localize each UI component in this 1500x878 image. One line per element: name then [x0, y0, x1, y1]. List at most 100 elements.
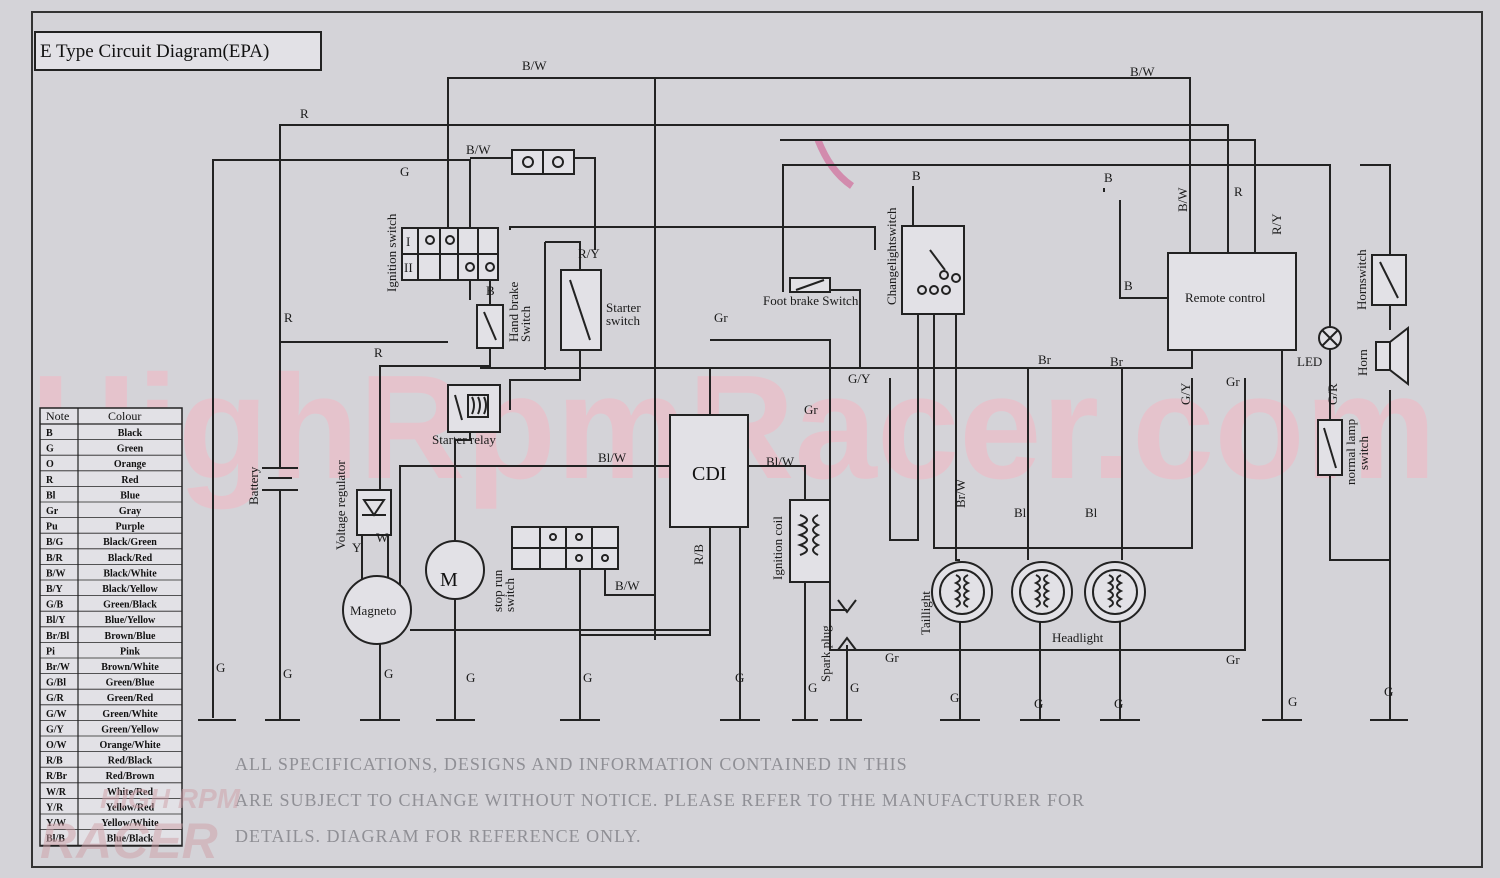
- ignition-coil-label: Ignition coil: [770, 516, 785, 580]
- svg-text:Gr: Gr: [714, 310, 728, 325]
- svg-text:G: G: [1384, 684, 1393, 699]
- svg-text:G: G: [216, 660, 225, 675]
- title-box: [34, 31, 322, 71]
- starter-relay-label: Starter relay: [432, 432, 496, 447]
- taillight-bulb: [931, 561, 993, 623]
- starter-switch-label-1: Starter: [606, 300, 641, 315]
- legend-colour-name: Black: [118, 428, 143, 439]
- svg-text:G: G: [1288, 694, 1297, 709]
- ink-mark: [814, 138, 855, 189]
- headlight-bulb-1: [1011, 561, 1073, 623]
- legend-note-code: Pi: [46, 646, 55, 657]
- ignition-coil: [789, 499, 831, 583]
- svg-text:Bl/W: Bl/W: [766, 454, 795, 469]
- remote-control-label: Remote control: [1185, 290, 1266, 305]
- legend-note-code: R/Br: [46, 771, 68, 782]
- legend-colour-name: Green/Red: [107, 693, 154, 704]
- cdi-unit: [669, 414, 749, 528]
- legend-note-code: Y/W: [46, 818, 66, 829]
- ign-pos-2-label: II: [404, 260, 413, 275]
- svg-text:R/Y: R/Y: [1269, 213, 1284, 235]
- wire-labels: B/W B/W R B/W G B R R R/Y Gr Bl/W Bl/W R…: [284, 58, 1340, 667]
- normal-lamp-label-2: switch: [1356, 436, 1371, 470]
- ignition-switch: [401, 227, 499, 281]
- legend-colour-name: Purple: [116, 522, 145, 533]
- svg-text:B: B: [486, 283, 495, 298]
- stop-run-label-2: switch: [502, 578, 517, 612]
- legend-colour-name: Red: [121, 475, 139, 486]
- horn-switch-label: Hornswitch: [1354, 249, 1369, 310]
- legend-colour-name: Black/White: [103, 568, 157, 579]
- starter-switch-label-2: switch: [606, 313, 640, 328]
- svg-text:Br: Br: [1038, 352, 1052, 367]
- svg-text:B/W: B/W: [615, 578, 640, 593]
- svg-text:B/W: B/W: [466, 142, 491, 157]
- hand-brake-switch: [476, 304, 504, 349]
- svg-text:R: R: [284, 310, 293, 325]
- legend-note-code: W/R: [46, 787, 67, 798]
- hand-brake-label-1: Hand brake: [506, 281, 521, 342]
- ign-pos-1-label: I: [406, 234, 410, 249]
- legend-colour-name: Yellow/White: [101, 818, 159, 829]
- diagram-frame: [31, 11, 1483, 868]
- starter-motor: [425, 540, 485, 600]
- svg-text:Bl: Bl: [1014, 505, 1027, 520]
- ground-bars: [198, 582, 1408, 721]
- legend-note-code: B/Y: [46, 584, 63, 595]
- svg-text:G: G: [1114, 696, 1123, 711]
- legend-note-code: B: [46, 428, 53, 439]
- legend-note-code: B/R: [46, 553, 63, 564]
- legend-note-code: G: [46, 444, 54, 455]
- svg-text:Gr: Gr: [1226, 652, 1240, 667]
- svg-text:G: G: [850, 680, 859, 695]
- logo-top-text: HIGH RPM: [100, 783, 241, 814]
- horn: [1375, 325, 1409, 387]
- stop-run-switch: [511, 526, 619, 570]
- bw-connector-switch: [511, 149, 575, 175]
- ignition-switch-label: Ignition switch: [384, 213, 399, 292]
- svg-text:B/W: B/W: [1130, 64, 1155, 79]
- logo-watermark: HIGH RPM RACER: [40, 783, 241, 869]
- hand-brake-label-2: Switch: [518, 305, 533, 342]
- horn-switch: [1371, 254, 1407, 306]
- svg-text:G: G: [735, 670, 744, 685]
- svg-text:R: R: [1234, 184, 1243, 199]
- svg-text:B/W: B/W: [522, 58, 547, 73]
- svg-text:Bl: Bl: [1085, 505, 1098, 520]
- horn-label: Horn: [1355, 349, 1370, 376]
- taillight-label: Taillight: [918, 591, 933, 635]
- legend-note-code: Bl/B: [46, 834, 65, 845]
- legend-colour-name: Yellow/Red: [106, 802, 155, 813]
- legend-note-code: Br/Bl: [46, 631, 70, 642]
- led-indicator: [1318, 326, 1342, 350]
- voltage-regulator: [356, 489, 392, 536]
- legend-colour-name: Green/White: [102, 709, 158, 720]
- headlight-bulb-2: [1084, 561, 1146, 623]
- svg-text:G: G: [466, 670, 475, 685]
- led-label: LED: [1297, 354, 1322, 369]
- logo-bottom-text: RACER: [40, 813, 218, 869]
- svg-text:G/Y: G/Y: [848, 371, 871, 386]
- legend-colour-name: Black/Green: [103, 537, 157, 548]
- svg-text:Gr: Gr: [1226, 374, 1240, 389]
- svg-text:G/Y: G/Y: [1178, 382, 1193, 405]
- motor-label: M: [440, 569, 458, 591]
- footer-line-1: ALL SPECIFICATIONS, DESIGNS AND INFORMAT…: [235, 754, 908, 774]
- legend-note-code: O/W: [46, 740, 67, 751]
- svg-text:R: R: [300, 106, 309, 121]
- svg-text:B: B: [912, 168, 921, 183]
- legend-note-code: O: [46, 459, 54, 470]
- svg-text:Y: Y: [352, 540, 362, 555]
- legend-note-code: Br/W: [46, 662, 70, 673]
- change-light-switch-label: Changelightswitch: [884, 207, 899, 305]
- svg-text:G: G: [808, 680, 817, 695]
- stop-run-label-1: stop run: [490, 569, 505, 612]
- legend-colour-name: Pink: [120, 646, 140, 657]
- legend-note-code: Bl: [46, 490, 56, 501]
- legend-note-code: G/Y: [46, 724, 65, 735]
- cdi-label: CDI: [692, 463, 726, 485]
- svg-text:Gr: Gr: [885, 650, 899, 665]
- magneto-label: Magneto: [350, 603, 396, 618]
